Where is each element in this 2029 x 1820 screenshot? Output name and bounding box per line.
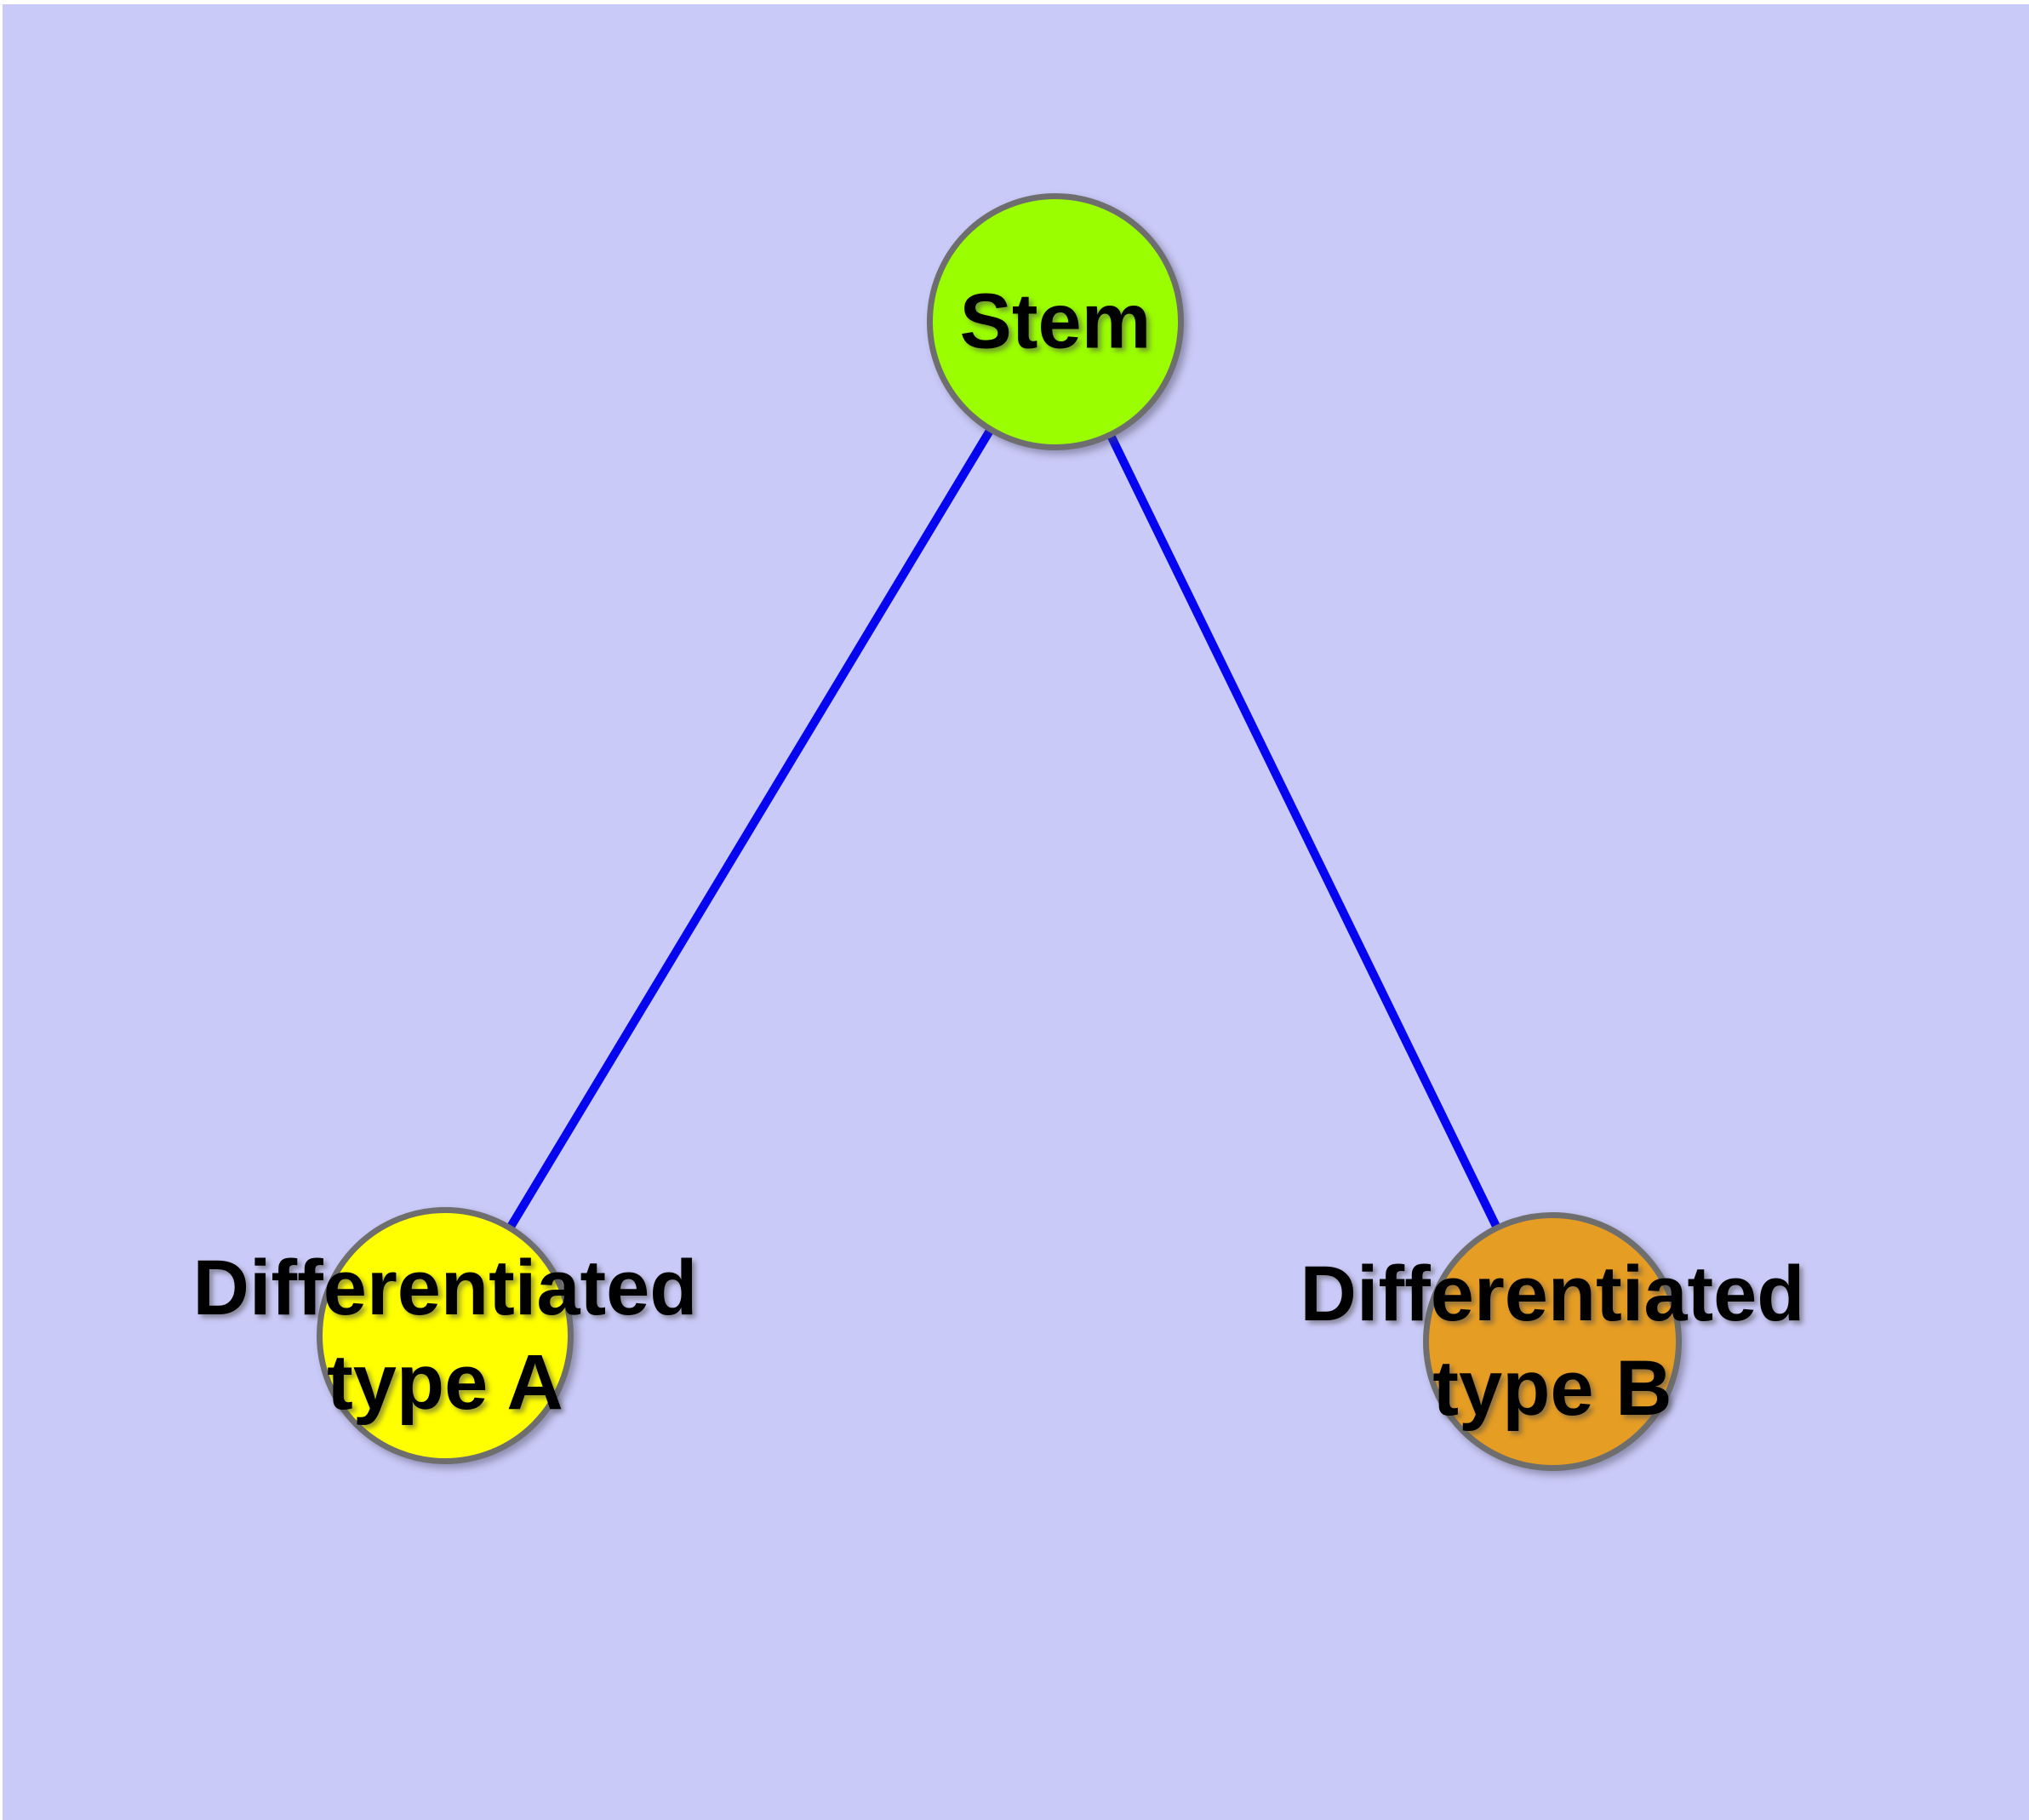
- edge-layer: [441, 319, 1557, 1344]
- node-stem-label-text: Stem: [959, 278, 1152, 365]
- node-stem-label: Stem: [960, 275, 1152, 369]
- diagram-canvas: Stem Differentiated type A Differentiate…: [3, 4, 2029, 1820]
- edge-stem-to-typeA[interactable]: [441, 319, 1060, 1338]
- node-stem[interactable]: Stem: [927, 193, 1184, 450]
- edge-stem-to-typeB[interactable]: [1051, 319, 1557, 1344]
- node-differentiated-type-a[interactable]: Differentiated type A: [193, 1207, 697, 1464]
- node-differentiated-type-b[interactable]: Differentiated type B: [1300, 1212, 1804, 1471]
